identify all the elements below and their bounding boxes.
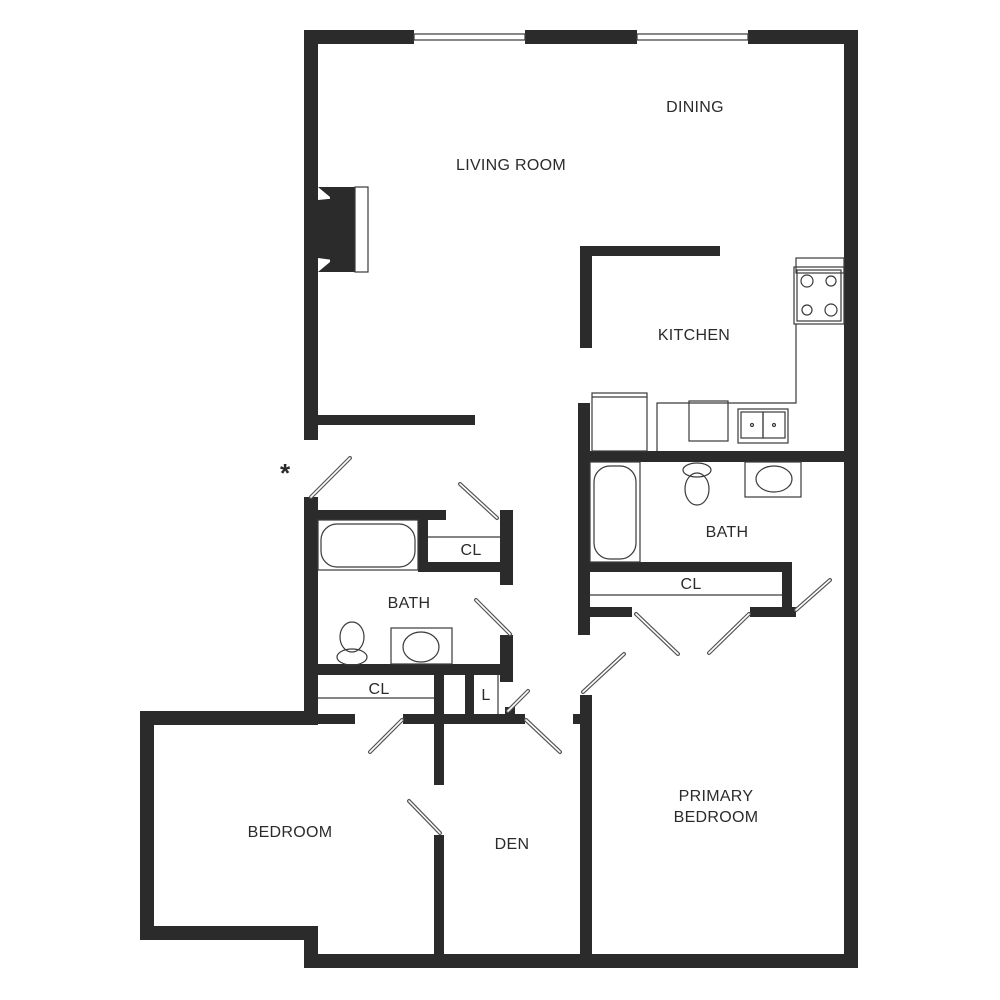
label-kitchen: KITCHEN	[658, 327, 730, 344]
label-dining: DINING	[666, 99, 724, 116]
fireplace	[318, 186, 369, 273]
door[interactable]	[634, 612, 680, 656]
door[interactable]	[407, 799, 442, 835]
asterisk-marker: *	[280, 458, 291, 488]
door[interactable]	[581, 652, 626, 694]
label-bedroom: BEDROOM	[248, 824, 333, 841]
bathroom-sink	[744, 461, 802, 498]
door[interactable]	[794, 578, 832, 612]
door[interactable]	[368, 718, 404, 754]
fixtures	[317, 186, 845, 714]
label-den: DEN	[495, 836, 530, 853]
door[interactable]	[524, 718, 562, 754]
closet-shelves	[318, 536, 782, 714]
label-hall-bath-closet: CL	[460, 542, 481, 559]
window	[636, 33, 749, 41]
label-linen: L	[481, 687, 490, 704]
bathtub	[589, 461, 641, 563]
label-living-room: LIVING ROOM	[456, 157, 566, 174]
door[interactable]	[707, 612, 751, 655]
range-stove	[793, 257, 845, 325]
door[interactable]	[506, 689, 530, 713]
label-primary-bath-closet: CL	[680, 576, 701, 593]
walls	[140, 30, 858, 968]
toilet	[682, 462, 712, 506]
kitchen-sink	[737, 408, 789, 444]
label-primary-bedroom-1: PRIMARY	[679, 788, 754, 805]
label-primary-bedroom-2: BEDROOM	[674, 809, 759, 826]
door[interactable]	[309, 456, 352, 499]
bathroom-sink	[390, 627, 453, 665]
doors	[309, 456, 832, 835]
room-labels: DINING LIVING ROOM KITCHEN BATH CL BATH …	[248, 99, 759, 853]
bathtub	[317, 519, 419, 571]
label-hall-bath: BATH	[388, 595, 431, 612]
toilet	[336, 621, 368, 666]
window	[413, 33, 526, 41]
label-hall-closet: CL	[368, 681, 389, 698]
label-primary-bath: BATH	[706, 524, 749, 541]
dishwasher	[688, 400, 729, 442]
refrigerator	[591, 392, 648, 452]
door[interactable]	[474, 598, 512, 636]
door[interactable]	[458, 482, 499, 520]
kitchen-counter	[656, 324, 797, 451]
